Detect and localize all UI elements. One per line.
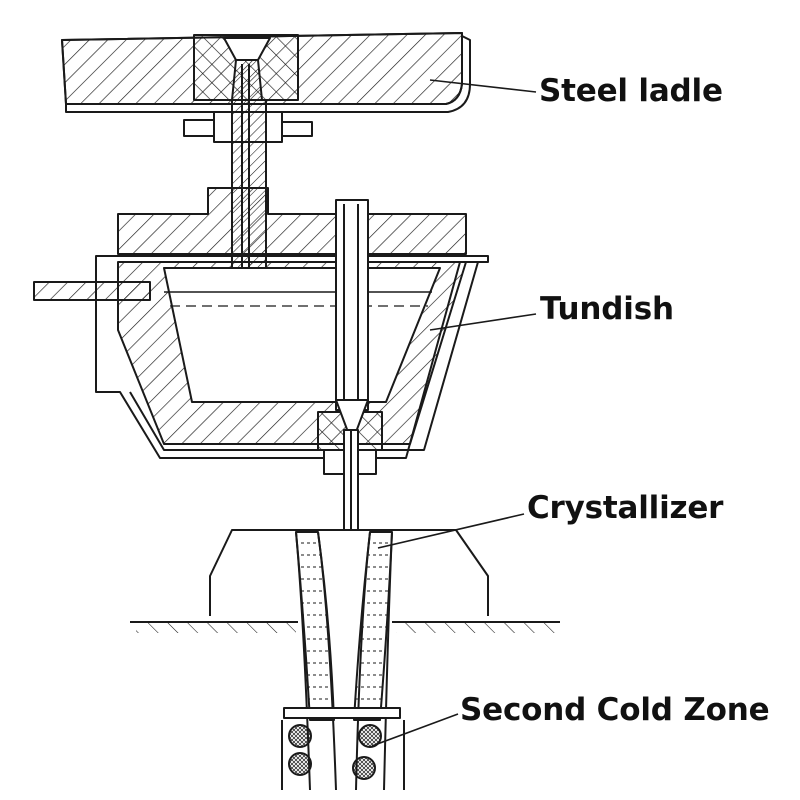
tundish [33, 187, 489, 475]
label-second-cold-zone: Second Cold Zone [460, 692, 770, 728]
label-tundish: Tundish [540, 291, 674, 327]
second-cold-zone [281, 707, 405, 790]
label-crystallizer: Crystallizer [527, 490, 724, 526]
steel-ladle [61, 32, 471, 113]
crystallizer [209, 529, 489, 791]
label-steel-ladle: Steel ladle [539, 73, 723, 109]
stopper-rod [335, 199, 369, 433]
leader-lines [371, 79, 537, 747]
ground-line [130, 621, 560, 633]
